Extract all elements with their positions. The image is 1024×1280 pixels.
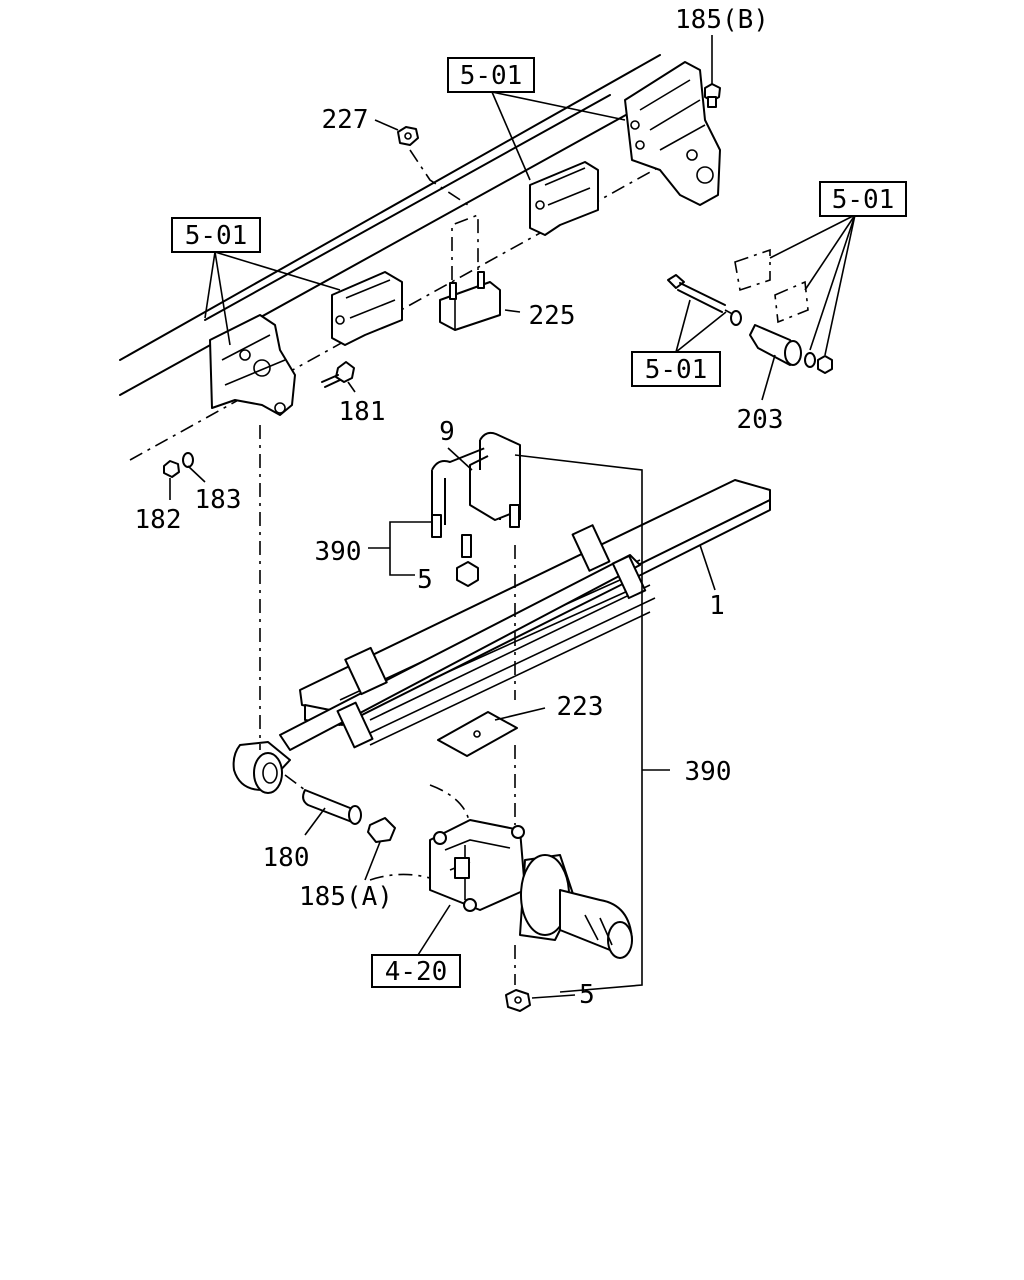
leaf-spring xyxy=(232,479,771,794)
u-bolt xyxy=(431,431,521,587)
callout-203: 203 xyxy=(737,405,784,435)
callout-9: 9 xyxy=(439,417,455,447)
ref-box-4-20[interactable]: 4-20 xyxy=(371,954,461,988)
shackle-pin-set xyxy=(667,248,833,374)
callout-223: 223 xyxy=(557,692,604,722)
callout-227: 227 xyxy=(322,105,369,135)
callout-180: 180 xyxy=(263,843,310,873)
rear-hanger-bracket xyxy=(624,61,721,206)
callout-185a: 185(A) xyxy=(299,882,393,912)
ref-box-mid[interactable]: 5-01 xyxy=(631,351,721,387)
front-hanger-bracket xyxy=(209,314,296,416)
middle-frame-bracket xyxy=(529,161,599,236)
ref-box-top[interactable]: 5-01 xyxy=(447,57,535,93)
callout-185b: 185(B) xyxy=(675,5,769,35)
ref-label-5-01-left: 5-01 xyxy=(185,221,248,251)
ref-label-5-01-right: 5-01 xyxy=(832,185,895,215)
ref-label-5-01-mid: 5-01 xyxy=(645,355,708,385)
callout-390-right: 390 xyxy=(685,757,732,787)
leader-lines xyxy=(169,35,856,999)
callout-5-small: 5 xyxy=(417,565,433,595)
callout-390-left: 390 xyxy=(315,537,362,567)
nut-227 xyxy=(397,126,469,206)
axle-hub xyxy=(369,784,633,959)
callout-1: 1 xyxy=(709,591,725,621)
nut-5-bottom xyxy=(505,989,531,1012)
ref-box-left[interactable]: 5-01 xyxy=(171,217,261,253)
left-frame-bracket xyxy=(331,271,403,346)
ref-label-5-01-top: 5-01 xyxy=(460,61,523,91)
spring-pin xyxy=(302,789,396,843)
spring-pad xyxy=(437,711,518,757)
callout-181: 181 xyxy=(339,397,386,427)
ref-label-4-20: 4-20 xyxy=(385,957,448,987)
center-lines xyxy=(259,425,516,985)
callout-225: 225 xyxy=(529,301,576,331)
ref-box-right[interactable]: 5-01 xyxy=(819,181,907,217)
callout-5-bottom: 5 xyxy=(579,980,595,1010)
bump-stopper xyxy=(439,213,501,331)
callout-182: 182 xyxy=(135,505,182,535)
bolt-185b xyxy=(704,83,721,108)
callout-183: 183 xyxy=(195,485,242,515)
